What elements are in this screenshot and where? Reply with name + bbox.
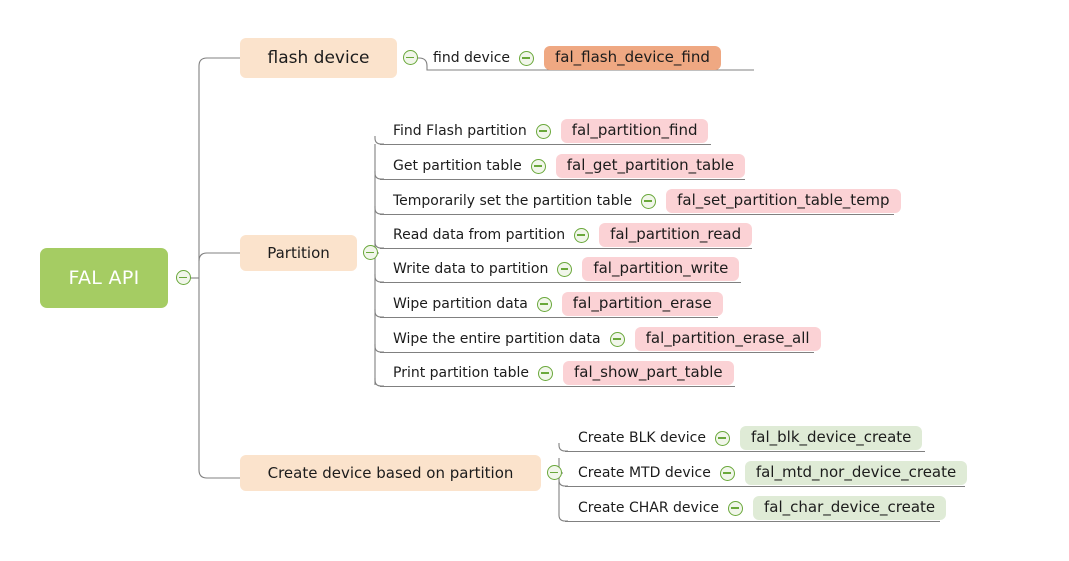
collapse-minus-icon[interactable] [547, 465, 562, 480]
leaf-underline [380, 386, 735, 387]
api-badge[interactable]: fal_get_partition_table [555, 153, 746, 179]
collapse-minus-icon[interactable] [530, 158, 546, 174]
api-badge[interactable]: fal_blk_device_create [740, 425, 923, 451]
root-node-label: FAL API [68, 267, 140, 289]
api-badge[interactable]: fal_flash_device_find [544, 45, 721, 71]
collapse-minus-icon[interactable] [728, 500, 744, 516]
leaf-corner [374, 309, 384, 318]
leaf-corner [558, 443, 568, 452]
collapse-minus-icon[interactable] [641, 193, 657, 209]
leaf-row[interactable]: Find Flash partition fal_partition_find [393, 118, 709, 144]
api-badge[interactable]: fal_partition_read [599, 222, 753, 248]
api-badge[interactable]: fal_partition_write [582, 256, 740, 282]
leaf-corner [374, 344, 384, 353]
collapse-minus-icon[interactable] [574, 227, 590, 243]
leaf-corner [374, 171, 384, 180]
leaf-label: Get partition table [393, 158, 522, 174]
leaf-label: Create MTD device [578, 465, 711, 481]
leaf-underline [565, 521, 940, 522]
leaf-row[interactable]: Print partition table fal_show_part_tabl… [393, 360, 734, 386]
branch-node-label: flash device [267, 48, 370, 68]
leaf-label: Create CHAR device [578, 500, 720, 516]
leaf-row[interactable]: find device fal_flash_device_find [433, 45, 721, 71]
collapse-minus-icon[interactable] [557, 261, 573, 277]
leaf-label: Create BLK device [578, 430, 706, 446]
branch-node-label: Create device based on partition [267, 464, 514, 482]
collapse-minus-icon[interactable] [537, 365, 553, 381]
api-badge[interactable]: fal_char_device_create [753, 495, 947, 521]
leaf-label: Wipe partition data [393, 296, 528, 312]
leaf-underline [380, 248, 752, 249]
leaf-label: find device [433, 50, 511, 66]
collapse-minus-icon[interactable] [535, 123, 551, 139]
leaf-label: Write data to partition [393, 261, 549, 277]
leaf-row[interactable]: Create CHAR device fal_char_device_creat… [578, 495, 947, 521]
collapse-minus-icon[interactable] [403, 50, 418, 65]
collapse-minus-icon[interactable] [363, 245, 378, 260]
leaf-row[interactable]: Write data to partition fal_partition_wr… [393, 256, 740, 282]
branch-node-label: Partition [267, 244, 330, 262]
collapse-minus-icon[interactable] [536, 296, 552, 312]
leaf-row[interactable]: Wipe partition data fal_partition_erase [393, 291, 723, 317]
leaf-corner [374, 206, 384, 215]
api-badge[interactable]: fal_partition_erase [561, 291, 723, 317]
leaf-corner [558, 513, 568, 522]
api-badge[interactable]: fal_set_partition_table_temp [666, 188, 901, 214]
leaf-label: Read data from partition [393, 227, 566, 243]
branch-node-flash-device[interactable]: flash device [240, 38, 397, 78]
leaf-underline [380, 352, 814, 353]
collapse-minus-icon[interactable] [715, 430, 730, 446]
leaf-underline [380, 317, 718, 318]
leaf-label: Print partition table [393, 365, 529, 381]
leaf-row[interactable]: Read data from partition fal_partition_r… [393, 222, 753, 248]
api-badge[interactable]: fal_partition_find [560, 118, 709, 144]
collapse-minus-icon[interactable] [176, 270, 191, 285]
leaf-corner [374, 274, 384, 283]
leaf-underline [565, 486, 965, 487]
branch-node-create-device[interactable]: Create device based on partition [240, 455, 541, 491]
leaf-underline [380, 282, 741, 283]
leaf-row[interactable]: Create MTD device fal_mtd_nor_device_cre… [578, 460, 968, 486]
leaf-underline [380, 214, 894, 215]
leaf-underline [380, 179, 745, 180]
leaf-corner [374, 136, 384, 145]
api-badge[interactable]: fal_mtd_nor_device_create [744, 460, 968, 486]
leaf-row[interactable]: Wipe the entire partition data fal_parti… [393, 326, 821, 352]
leaf-corner [374, 378, 384, 387]
leaf-corner [374, 240, 384, 249]
leaf-underline [565, 451, 925, 452]
leaf-corner [558, 478, 568, 487]
api-badge[interactable]: fal_partition_erase_all [634, 326, 821, 352]
leaf-label: Find Flash partition [393, 123, 527, 139]
collapse-minus-icon[interactable] [719, 465, 735, 481]
leaf-row[interactable]: Get partition table fal_get_partition_ta… [393, 153, 746, 179]
collapse-minus-icon[interactable] [609, 331, 625, 347]
leaf-row[interactable]: Temporarily set the partition table fal_… [393, 188, 901, 214]
api-badge[interactable]: fal_show_part_table [562, 360, 734, 386]
leaf-underline [380, 144, 711, 145]
collapse-minus-icon[interactable] [519, 50, 535, 66]
leaf-row[interactable]: Create BLK device fal_blk_device_create [578, 425, 923, 451]
branch-node-partition[interactable]: Partition [240, 235, 357, 271]
leaf-label: Wipe the entire partition data [393, 331, 601, 347]
leaf-label: Temporarily set the partition table [393, 193, 633, 209]
root-node[interactable]: FAL API [40, 248, 168, 308]
